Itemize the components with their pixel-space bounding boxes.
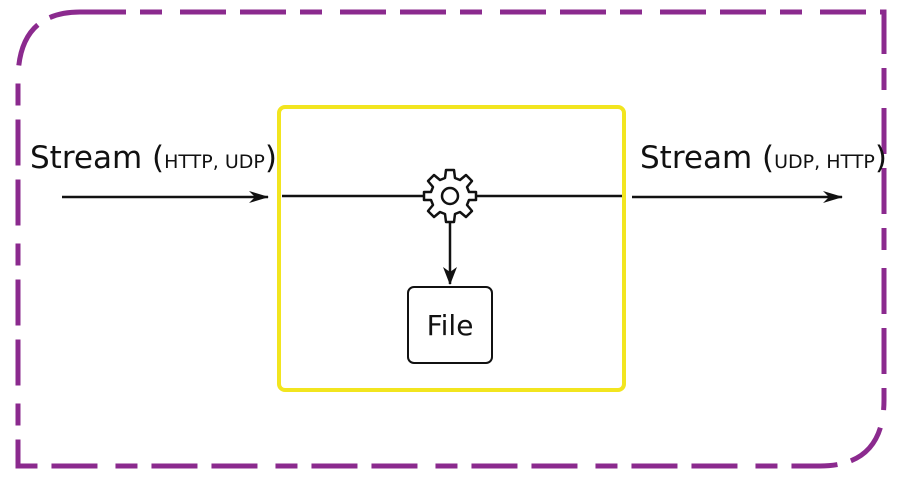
output-stream-close: ) xyxy=(874,140,887,176)
file-label: File xyxy=(426,308,474,342)
processor-box xyxy=(277,105,626,392)
outer-boundary xyxy=(15,9,887,469)
gear-icon xyxy=(422,168,478,224)
input-stream-label: Stream (HTTP, UDP) xyxy=(30,143,277,174)
output-protocols: UDP, HTTP xyxy=(774,151,875,173)
output-stream-label: Stream (UDP, HTTP) xyxy=(640,143,887,174)
file-node: File xyxy=(407,286,493,364)
input-stream-close: ) xyxy=(264,140,277,176)
output-stream-text: Stream ( xyxy=(640,140,775,176)
input-protocols: HTTP, UDP xyxy=(164,151,265,173)
input-stream-text: Stream ( xyxy=(30,140,165,176)
